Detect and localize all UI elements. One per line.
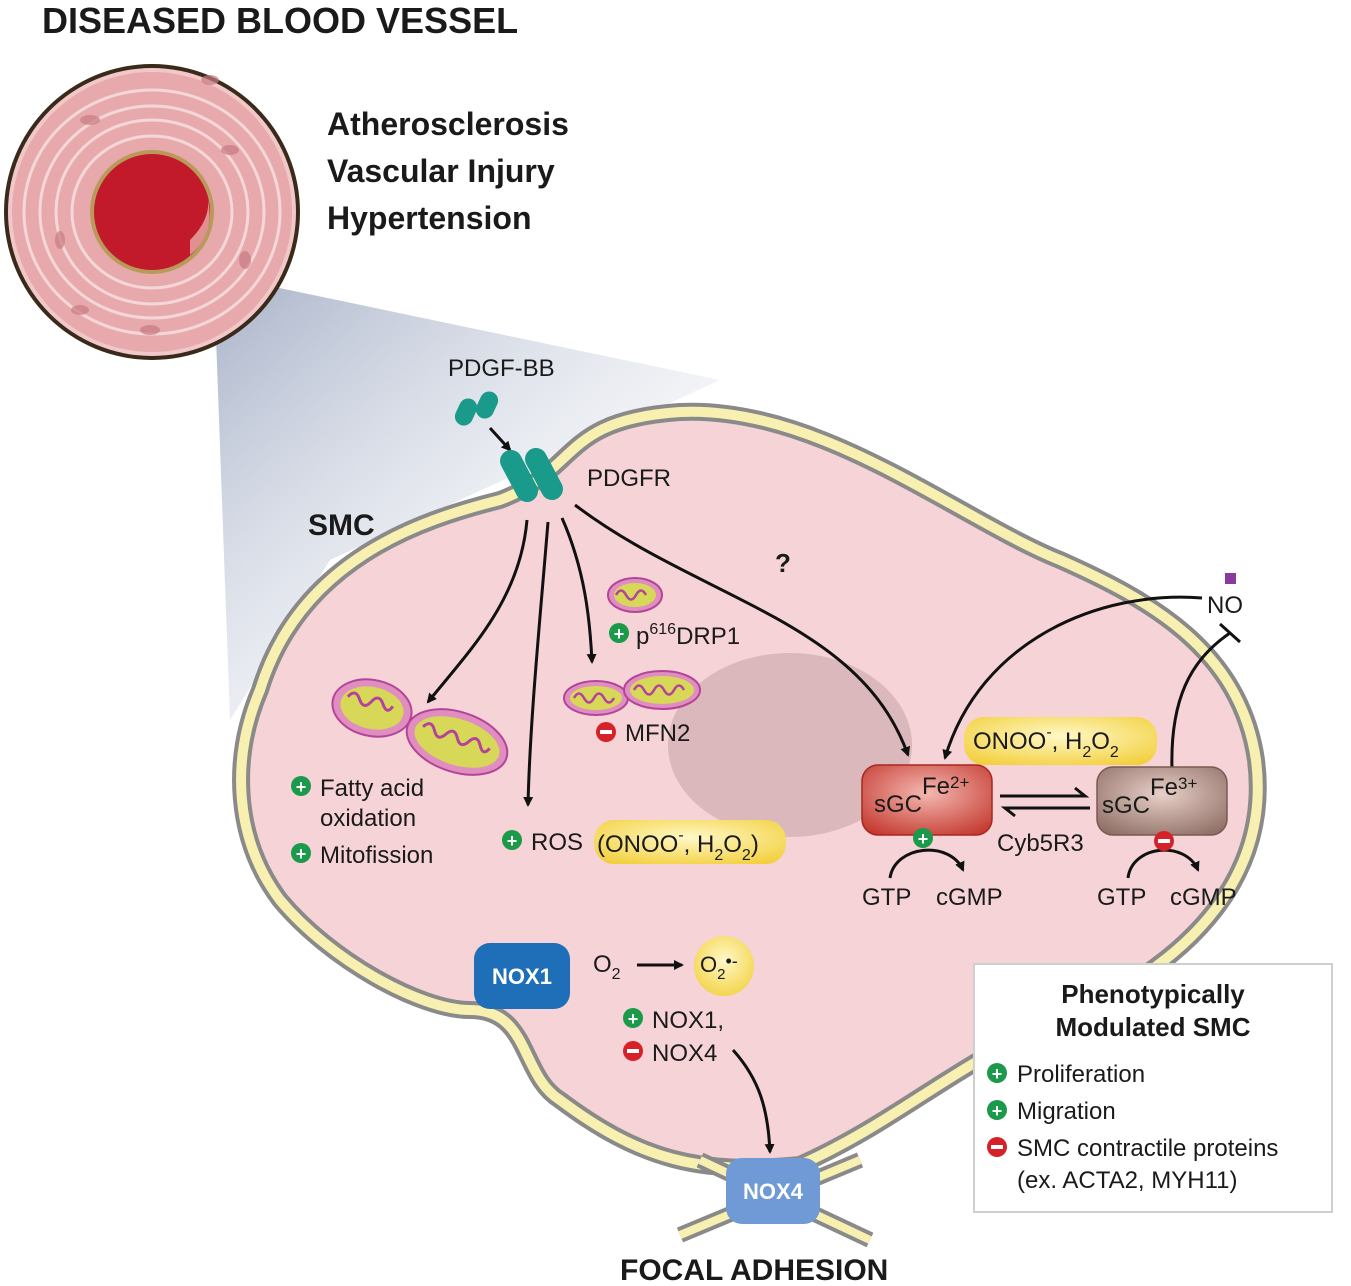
onoo-h2o2-pill [964, 717, 1157, 765]
signaling-arrows [426, 503, 1203, 1154]
superoxide-label: O2•- [700, 951, 738, 983]
phenotype-contractile-examples: (ex. ACTA2, MYH11) [1017, 1167, 1238, 1194]
sgc-fe2-box: sGCFe2+ [861, 764, 993, 836]
nox4-label: NOX4 [743, 1179, 804, 1204]
drp1-superscript: 616 [649, 621, 676, 638]
mitochondria-pair-large [331, 678, 509, 776]
ros-annotation: + ROS (ONOO-, H2O2) [502, 820, 786, 864]
inhibition-bar [1218, 622, 1242, 644]
svg-text:p616DRP1: p616DRP1 [636, 621, 740, 650]
svg-text:ONOO-, H2O2: ONOO-, H2O2 [973, 724, 1119, 761]
focal-adhesion-label: FOCAL ADHESION [620, 1254, 888, 1286]
figure-title: DISEASED BLOOD VESSEL [42, 0, 518, 41]
phenotype-migration: Migration [1017, 1098, 1116, 1125]
gtp-right-label: GTP [1097, 884, 1146, 911]
condition-vascular-injury: Vascular Injury [327, 153, 555, 189]
cyb5r3-label: Cyb5R3 [997, 830, 1084, 857]
phenotype-title-line2: Modulated SMC [1056, 1012, 1251, 1042]
arrow-no-to-sgc [942, 595, 1203, 760]
inhibition-line [1170, 631, 1231, 771]
svg-text:sGCFe2+: sGCFe2+ [874, 773, 969, 818]
oxidation-label: oxidation [320, 805, 416, 832]
no-molecule [1225, 573, 1236, 584]
left-gtp-cgmp-arrow [888, 848, 965, 879]
nox4-decrease-label: NOX4 [652, 1040, 717, 1067]
arrow-to-drp1 [560, 517, 597, 664]
mfn2-annotation: MFN2 [596, 720, 690, 747]
svg-text:+: + [918, 829, 929, 849]
gtp-left-label: GTP [862, 884, 911, 911]
mitofission-label: Mitofission [320, 842, 433, 869]
pdgf-bb-ligand [454, 391, 499, 426]
condition-atherosclerosis: Atherosclerosis [327, 106, 569, 142]
nox1-box: NOX1 [474, 943, 570, 1009]
mfn2-label: MFN2 [625, 720, 690, 747]
svg-text:+: + [507, 831, 518, 851]
svg-text:(ONOO-, H2O2): (ONOO-, H2O2) [597, 827, 759, 864]
no-label: NO [1207, 592, 1243, 619]
svg-text:+: + [628, 1009, 639, 1029]
sgc-fe2-activation-icon [913, 828, 933, 848]
phenotype-box: Phenotypically Modulated SMC + Prolifera… [973, 963, 1333, 1213]
drp1-prefix: p [636, 623, 649, 650]
nox1-increase-label: NOX1, [652, 1007, 724, 1034]
svg-text:+: + [296, 844, 307, 864]
zoom-projection [215, 285, 720, 720]
arrow-to-nox4 [731, 1048, 775, 1154]
vessel-cross-section [4, 64, 300, 360]
arrow-to-sgc [574, 503, 911, 757]
o2-label: O2 [593, 951, 621, 983]
mitochondria-pair-middle [563, 670, 701, 716]
nucleus [668, 653, 912, 837]
svg-text:+: + [992, 1101, 1003, 1121]
nox1-label: NOX1 [492, 964, 552, 989]
superoxide-bubble [694, 936, 754, 996]
phenotype-title-line1: Phenotypically [1061, 979, 1245, 1009]
drp1-annotation: + p616DRP1 [609, 621, 740, 650]
right-gtp-cgmp-arrow [1126, 848, 1200, 879]
sgc-fe3-box: sGCFe3+ [1096, 766, 1228, 836]
phenotype-proliferation: Proliferation [1017, 1061, 1145, 1088]
condition-hypertension: Hypertension [327, 200, 531, 236]
cgmp-left-label: cGMP [936, 884, 1003, 911]
phenotype-contractile-proteins: SMC contractile proteins [1017, 1135, 1278, 1162]
arrow-to-mito-fission [426, 519, 529, 704]
ligand-binding-arrow [488, 426, 512, 452]
pdgf-bb-label: PDGF-BB [448, 355, 555, 382]
unknown-link-question: ? [775, 548, 791, 578]
fatty-acid-oxidation: + Fatty acid oxidation [291, 775, 424, 832]
drp1-label: DRP1 [676, 623, 740, 650]
arrow-to-ros [523, 521, 550, 807]
cgmp-right-label: cGMP [1170, 884, 1237, 911]
smc-label: SMC [308, 509, 375, 542]
pdgfr-label: PDGFR [587, 465, 671, 492]
ros-label: ROS [531, 829, 583, 856]
fatty-acid-label: Fatty acid [320, 775, 424, 802]
pdgfr-receptor [500, 447, 563, 503]
svg-text:sGCFe3+: sGCFe3+ [1102, 774, 1197, 819]
mitofission: + Mitofission [291, 842, 433, 869]
nox4-box: NOX4 [726, 1158, 820, 1224]
nox-effects: + NOX1, NOX4 [623, 1007, 724, 1067]
svg-text:+: + [992, 1064, 1003, 1084]
svg-text:+: + [296, 777, 307, 797]
mitochondrion-small-top [607, 577, 663, 613]
svg-text:+: + [614, 624, 625, 644]
ros-species-pill [594, 820, 786, 864]
equilibrium-arrows [1000, 786, 1090, 818]
